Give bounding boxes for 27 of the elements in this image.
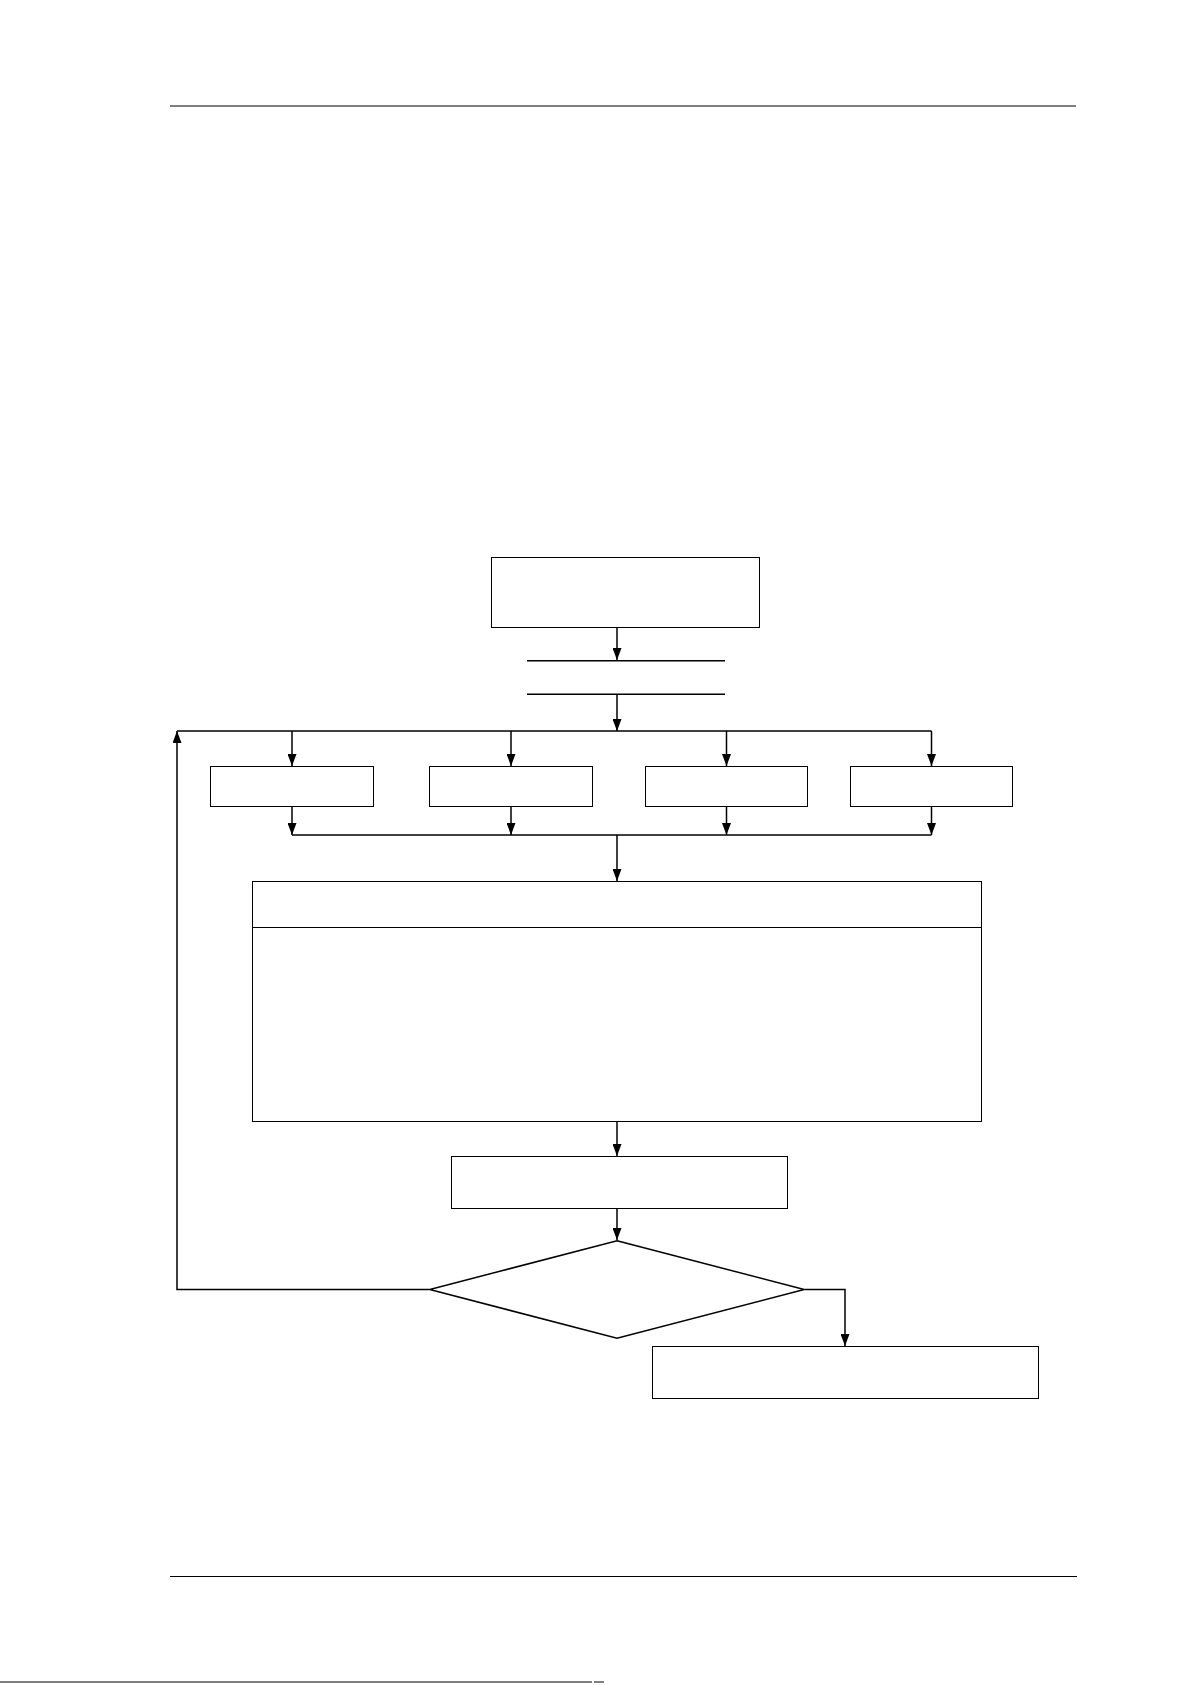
flow-arrow <box>722 730 731 767</box>
connector-line <box>176 730 933 732</box>
process-box <box>491 557 760 628</box>
process-box <box>429 766 593 807</box>
connector-line <box>291 834 933 836</box>
process-box <box>451 1156 788 1209</box>
flow-arrow <box>927 730 936 767</box>
flow-arrow <box>612 1121 622 1157</box>
flow-arrow <box>612 627 622 661</box>
flow-arrow <box>287 806 297 836</box>
flow-arrow <box>804 1288 850 1347</box>
flow-arrow <box>172 730 430 1291</box>
process-box <box>652 1346 1039 1399</box>
decision-diamond <box>429 1240 805 1339</box>
flow-arrow <box>612 694 622 732</box>
flow-arrow <box>506 806 516 836</box>
flow-arrow <box>612 834 622 882</box>
parallel-lines <box>527 660 725 695</box>
flow-arrow <box>287 730 297 767</box>
process-box <box>645 766 808 807</box>
flow-arrow <box>612 1208 622 1241</box>
flow-arrow <box>722 806 731 836</box>
flow-arrow <box>506 730 516 767</box>
flow-arrow <box>927 806 936 836</box>
process-box <box>210 766 374 807</box>
process-box <box>850 766 1013 807</box>
process-box <box>252 881 982 1122</box>
